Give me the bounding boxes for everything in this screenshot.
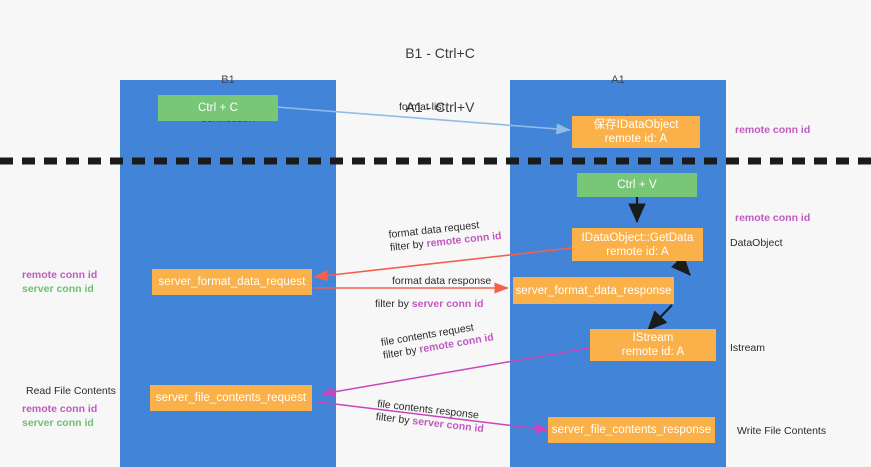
annotation-dataobject: DataObject: [730, 236, 783, 250]
annotation-dataobject-text: DataObject: [730, 237, 783, 249]
annotation-istream: Istream: [730, 341, 765, 355]
node-server-format-data-response[interactable]: server_format_data_response: [513, 277, 674, 304]
column-header-b1-name: B1: [221, 74, 235, 86]
node-server-format-data-response-label: server_format_data_response: [515, 284, 672, 297]
annotation-left-conn-ids: remote conn id server conn id: [22, 268, 97, 296]
annotation-left-remote-conn-id: remote conn id: [22, 269, 98, 281]
edge-label-format-data-response-filter: filter by server conn id: [375, 298, 484, 311]
node-istream-line2: remote id: A: [621, 346, 685, 358]
annotation-left-remote-conn-id-2: remote conn id: [22, 403, 98, 415]
node-server-file-contents-request[interactable]: server_file_contents_request: [150, 385, 312, 411]
annotation-write-file-contents-text: Write File Contents: [737, 425, 827, 437]
annotation-istream-text: Istream: [730, 342, 766, 354]
filter-by-prefix: filter by: [389, 237, 428, 254]
annotation-left-server-conn-id: server conn id: [22, 283, 94, 295]
annotation-write-file-contents: Write File Contents: [737, 424, 826, 438]
column-header-a1-name: A1: [611, 74, 625, 86]
node-idataobject-getdata-line2: remote id: A: [606, 245, 669, 258]
node-ctrl-v[interactable]: Ctrl + V: [577, 173, 697, 197]
node-ctrl-v-label: Ctrl + V: [617, 179, 657, 191]
node-ctrl-c[interactable]: Ctrl + C: [158, 95, 278, 121]
node-server-file-contents-response[interactable]: server_file_contents_response: [548, 417, 715, 443]
edge-label-format-list-text: format list: [399, 101, 445, 113]
filter-key-server-conn-id: server conn id: [411, 298, 484, 310]
annotation-left-conn-ids-2: remote conn id server conn id: [22, 402, 97, 430]
node-save-idataobject-line2: remote id: A: [604, 133, 668, 145]
node-idataobject-getdata-line1: IDataObject::GetData: [581, 231, 694, 244]
edge-label-format-data-response: format data response: [392, 275, 491, 288]
page-title: B1 - Ctrl+C A1 - Ctrl+V: [330, 8, 550, 152]
node-istream-line1: IStream: [632, 332, 674, 344]
node-server-format-data-request[interactable]: server_format_data_request: [152, 269, 312, 295]
node-save-idataobject-line1: 保存IDataObject: [593, 119, 679, 131]
annotation-left-server-conn-id-2: server conn id: [22, 417, 94, 429]
node-server-file-contents-response-label: server_file_contents_response: [551, 424, 712, 436]
annotation-read-file-contents-text: Read File Contents: [26, 385, 116, 397]
annotation-read-file-contents: Read File Contents: [26, 384, 116, 398]
edge-label-file-contents-request: file contents request filter by remote c…: [380, 319, 495, 363]
edge-label-file-contents-response: file contents response filter by server …: [375, 398, 486, 436]
edge-label-format-data-request: format data request filter by remote con…: [388, 217, 502, 255]
node-server-format-data-request-label: server_format_data_request: [158, 276, 306, 288]
node-idataobject-getdata[interactable]: IDataObject::GetData remote id: A: [572, 228, 703, 261]
annotation-remote-conn-id-top: remote conn id: [735, 123, 810, 137]
filter-by-prefix-2: filter by: [375, 298, 412, 310]
node-server-file-contents-request-label: server_file_contents_request: [155, 392, 307, 404]
annotation-remote-conn-id-mid: remote conn id: [735, 211, 810, 225]
edge-label-format-list: format list: [399, 101, 445, 114]
node-ctrl-c-label: Ctrl + C: [197, 102, 239, 114]
node-istream[interactable]: IStream remote id: A: [590, 329, 716, 361]
page-title-line1: B1 - Ctrl+C: [405, 45, 475, 61]
node-save-idataobject[interactable]: 保存IDataObject remote id: A: [572, 116, 700, 148]
annotation-remote-conn-id-top-text: remote conn id: [735, 124, 811, 136]
edge-label-format-data-response-text: format data response: [392, 275, 492, 287]
annotation-remote-conn-id-mid-text: remote conn id: [735, 212, 811, 224]
